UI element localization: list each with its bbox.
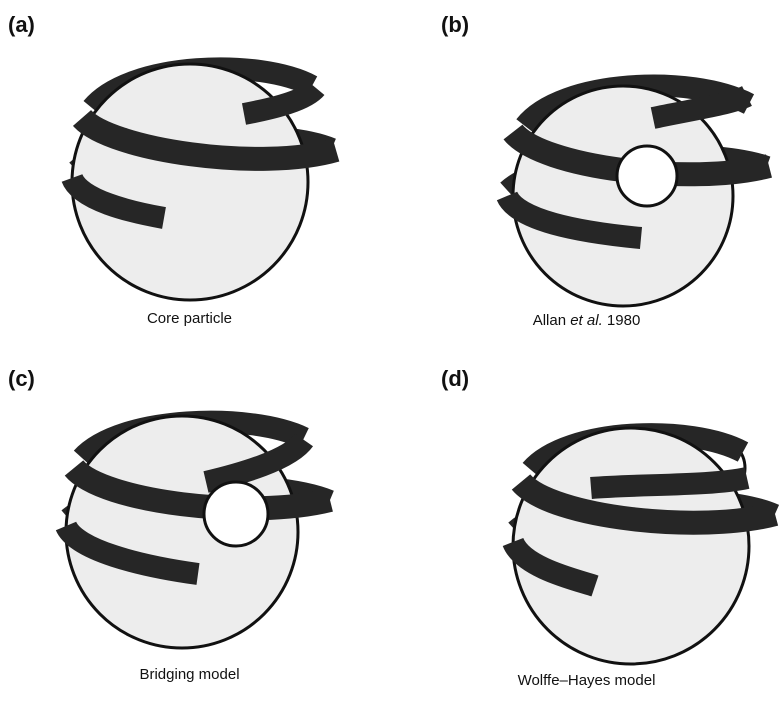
dna-front-top-icon [591,478,747,488]
panel-wolffe-hayes-model: (d) Wolffe–Hayes model [391,354,782,708]
caption-italic-text: et al. [570,312,603,329]
panel-caption: Allan et al. 1980 [391,312,782,329]
allan-1980-diagram [391,0,782,354]
core-particle-diagram [0,0,391,354]
panel-caption: Wolffe–Hayes model [391,672,782,689]
panel-core-particle: (a) Core particle [0,0,391,354]
panel-bridging-model: (c) Bridging model [0,354,391,708]
linker-histone-icon [617,146,677,206]
histone-core-icon [513,428,749,664]
panel-caption: Bridging model [0,666,385,683]
panel-caption: Core particle [0,310,385,327]
panel-allan-1980: (b) Allan et al. 1980 [391,0,782,354]
linker-histone-icon [204,482,268,546]
bridging-model-diagram [0,354,391,708]
caption-text: Allan [533,312,571,329]
caption-year: 1980 [603,312,641,329]
wolffe-hayes-model-diagram [391,354,782,708]
